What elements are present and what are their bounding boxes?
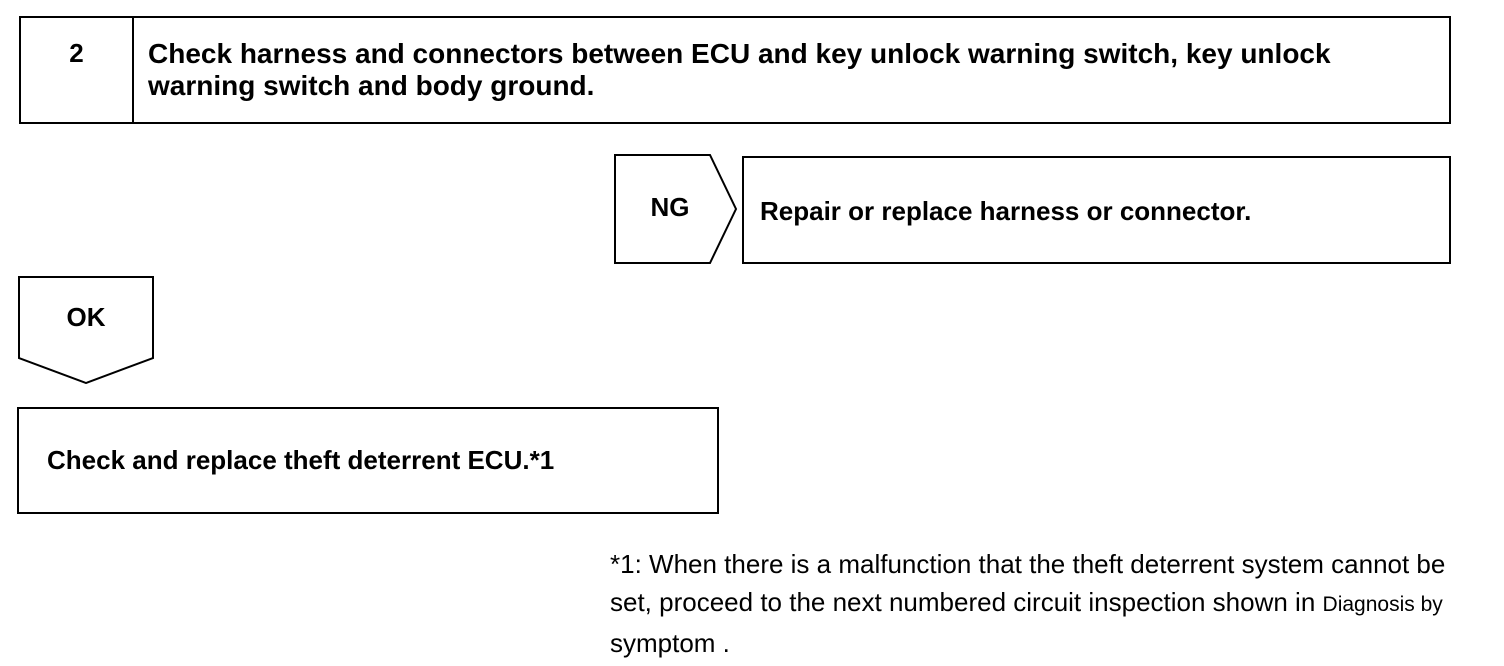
ok-result-box: Check and replace theft deterrent ECU.*1 — [17, 407, 719, 514]
ng-arrow-shape — [614, 154, 738, 264]
step-title: Check harness and connectors between ECU… — [148, 38, 1331, 101]
ng-result-box: Repair or replace harness or connector. — [742, 156, 1451, 264]
footnote: *1: When there is a malfunction that the… — [610, 545, 1490, 662]
ng-result-text: Repair or replace harness or connector. — [760, 196, 1252, 226]
ok-arrow-shape — [18, 276, 154, 384]
ok-label: OK — [66, 302, 106, 332]
footnote-main: *1: When there is a malfunction that the… — [610, 549, 1446, 617]
step-box: 2 Check harness and connectors between E… — [19, 16, 1451, 124]
step-number: 2 — [21, 18, 134, 122]
ok-result-text: Check and replace theft deterrent ECU.*1 — [47, 445, 555, 475]
ng-label: NG — [650, 192, 690, 222]
footnote-tail: symptom . — [610, 628, 730, 658]
footnote-reference: Diagnosis by — [1322, 593, 1443, 616]
